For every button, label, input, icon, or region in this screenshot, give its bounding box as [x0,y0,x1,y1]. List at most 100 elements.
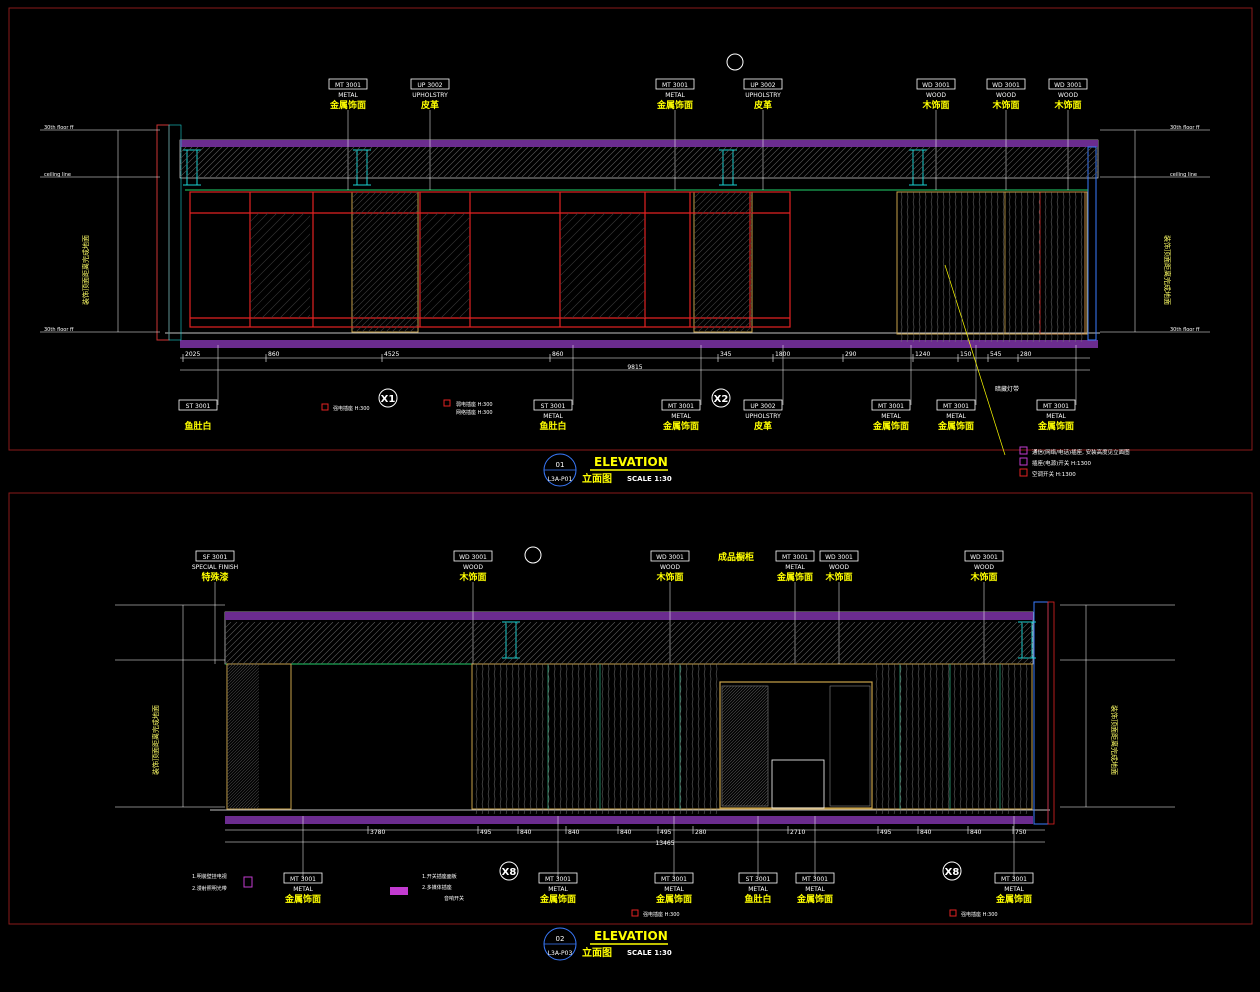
door-fill [352,192,418,332]
e1-note: 暗藏灯带 [995,385,1019,393]
hatch-line [500,622,544,664]
hatch-line [770,622,814,664]
hatch-line [929,147,961,177]
hatch-line [722,717,768,765]
hatch-line [794,622,838,664]
hatch-line [694,199,752,259]
e1-note: 弱电插座 H:300 [456,401,493,408]
hatch-line [1016,647,1033,664]
hatch-line [352,239,418,307]
tag-material-cn: 金属饰面 [284,893,321,905]
hatch-line [965,147,997,177]
hatch-line [560,213,579,232]
hatch-line [296,622,340,664]
glass-reflection [420,213,470,318]
tag-material-en: METAL [543,413,563,420]
grain-line [1001,663,1004,815]
grain-line [595,663,598,815]
grain-line [487,663,490,815]
hatch-line [722,720,768,768]
hatch-line [703,283,752,332]
hatch-line [827,147,859,177]
hatch-line [225,622,226,623]
hatch-line [191,147,223,177]
tag-material-cn: 金属饰面 [655,893,692,905]
hatch-line [644,622,688,664]
grain-line [559,663,562,815]
hatch-line [647,147,679,177]
e1-wood-wall [896,191,1088,335]
hatch-line [440,288,470,318]
e2-wood-grain [475,663,718,815]
hatch-line [727,765,768,806]
tag-code-box [650,550,690,562]
e2-dim-text: 495 [480,829,492,836]
hatch-line [227,673,259,707]
tag-material-cn: 金属饰面 [329,99,366,111]
hatch-line [683,147,715,177]
tag-code: UP 3002 [750,403,775,410]
hatch-line [866,622,910,664]
grain-line [887,663,890,815]
hatch-line [560,622,604,664]
hatch-line [851,147,883,177]
e2-dim-total: 13465 [655,840,674,847]
hatch-line [833,147,865,177]
hatch-line [227,664,240,677]
tag-material-cn: 金属饰面 [776,571,813,583]
hatch-line [491,147,523,177]
hatch-line [632,622,676,664]
hatch-line [607,280,645,318]
hatch-line [227,706,259,740]
hatch-line [635,147,667,177]
e2-marker-x8b: X8 [942,861,962,881]
hatch-line [227,724,259,758]
hatch-line [416,622,460,664]
hatch-line [225,622,268,664]
hatch-line [605,147,637,177]
grain-line [977,663,980,815]
tag-code-box [654,872,694,884]
hatch-line [488,622,532,664]
hatch-line [227,730,259,764]
level-label: 30th floor ff [1170,125,1200,131]
tag-code-box [994,872,1034,884]
hatch-line [821,147,853,177]
hatch-line [623,147,655,177]
hatch-line [250,233,310,295]
hatch-line [1085,164,1098,177]
grain-line [906,191,909,343]
grain-line [917,663,920,815]
hatch-line [404,622,448,664]
grain-line [953,663,956,815]
hatch-line [344,622,388,664]
grain-line [875,663,878,815]
tag-code: WD 3001 [922,82,950,89]
note-swatch [390,887,408,895]
hatch-line [694,192,731,229]
e1-wood-grain [900,191,1083,343]
e1-ceiling-band [180,140,1098,147]
hatch-line [737,147,769,177]
tag-material-en: METAL [805,886,825,893]
hatch-line [941,147,973,177]
hatch-line [947,147,979,177]
grain-line [983,663,986,815]
hatch-line [863,147,895,177]
hatch-line [374,622,418,664]
special-finish-texture [227,664,259,809]
hatch-line [245,147,277,177]
legend-item: 空调开关 H:1300 [1032,470,1076,478]
hatch-line [227,766,259,800]
note-swatch [631,909,639,917]
hatch-line [722,702,768,750]
drawing-frame-top [8,7,1253,451]
legend-item: 插座(电源)开关 H:1300 [1032,459,1092,467]
grain-line [655,663,658,815]
grain-line [1013,663,1016,815]
hatch-line [352,192,383,223]
hatch-line [698,622,742,664]
hatch-line [803,147,835,177]
